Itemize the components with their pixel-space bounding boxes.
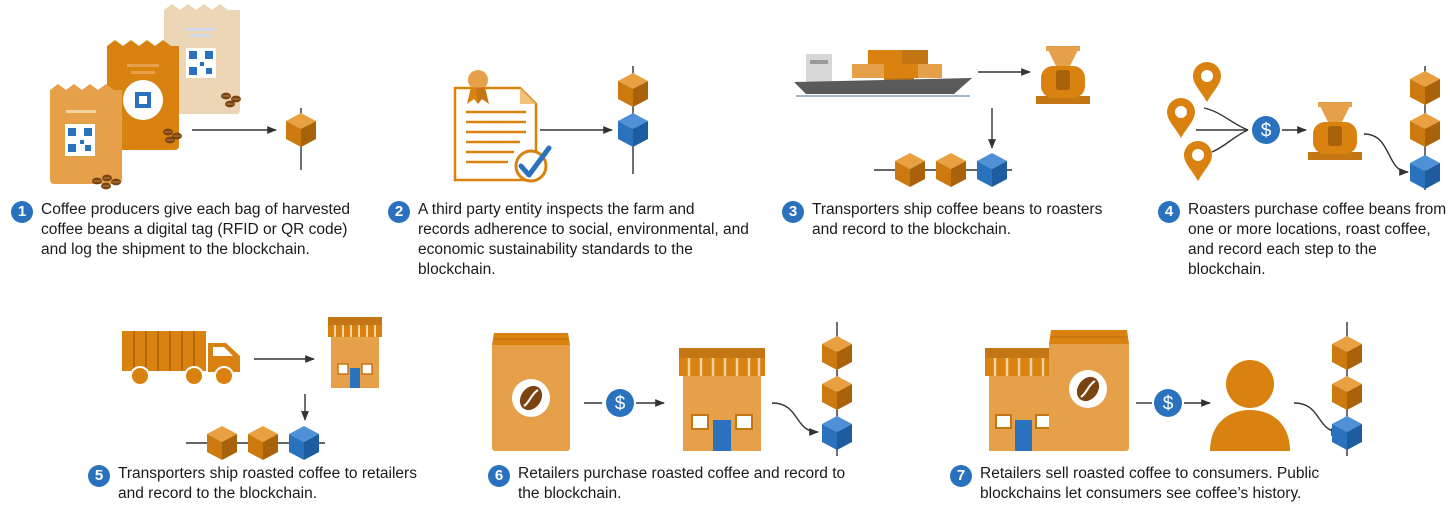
coffee-bag-icon [107,40,179,150]
map-pin-icon [1167,98,1195,138]
step-number-badge: 4 [1158,201,1180,223]
store-icon [328,317,382,388]
step-2: 2 A third party entity inspects the farm… [388,200,750,280]
checkmark-icon [514,145,552,183]
dollar-coin-icon [1154,389,1182,417]
step-number-badge: 1 [11,201,33,223]
blockchain-block-icon [1410,155,1440,189]
step-description: Retailers purchase roasted coffee and re… [518,465,846,502]
step-description: Transporters ship roasted coffee to reta… [118,465,417,502]
flow-arrow [771,402,819,436]
map-pin-icon [1184,141,1212,181]
merge-lines [1196,107,1249,153]
step-description: Transporters ship coffee beans to roaste… [812,201,1103,238]
blockchain-block-icon [895,153,925,187]
blockchain-block-icon [618,73,648,107]
roaster-icon [1036,46,1090,104]
map-pin-icon [1193,62,1221,102]
blockchain-block-icon [618,113,648,147]
store-icon [679,348,765,451]
blockchain-block-icon [822,416,852,450]
blockchain [822,322,852,456]
blockchain-block-icon [289,426,319,460]
step-number-badge: 6 [488,465,510,487]
coffee-bean-icon [1076,376,1100,402]
coffee-bean-icon [519,385,543,411]
step-3: 3 Transporters ship coffee beans to roas… [782,200,1112,240]
blockchain-block-icon [1332,416,1362,450]
blockchain-block-icon [1332,336,1362,370]
blockchain-block-icon [1410,113,1440,147]
blockchain [874,153,1012,187]
dollar-coin-icon [606,389,634,417]
step-6: 6 Retailers purchase roasted coffee and … [488,464,868,504]
step-number-badge: 5 [88,465,110,487]
step-description: A third party entity inspects the farm a… [418,201,749,278]
flow-arrow [1363,133,1409,176]
step-7: 7 Retailers sell roasted coffee to consu… [950,464,1345,504]
step-5: 5 Transporters ship roasted coffee to re… [88,464,418,504]
blockchain-block-icon [286,113,316,147]
blockchain-block-icon [207,426,237,460]
step-1: 1 Coffee producers give each bag of harv… [11,200,356,260]
blockchain-block-icon [1410,71,1440,105]
certificate-icon [453,70,538,182]
blockchain-block-icon [936,153,966,187]
blockchain [618,66,648,174]
blockchain-block-icon [822,376,852,410]
step-number-badge: 2 [388,201,410,223]
blockchain [186,426,325,460]
truck-icon [122,331,240,386]
person-icon [1210,360,1290,451]
blockchain-block-icon [1332,376,1362,410]
blockchain-block-icon [822,336,852,370]
blockchain-block-icon [977,153,1007,187]
step-4: 4 Roasters purchase coffee beans from on… [1158,200,1448,280]
step-number-badge: 7 [950,465,972,487]
qr-code-icon [189,51,213,75]
ship-icon [794,50,972,97]
step-description: Coffee producers give each bag of harves… [41,201,351,258]
blockchain [1332,322,1362,456]
blockchain [1410,66,1440,190]
coffee-bag-icon [50,84,122,184]
blockchain-block-icon [248,426,278,460]
blockchain [286,108,316,170]
step-number-badge: 3 [782,201,804,223]
roaster-icon [1308,102,1362,160]
step-description: Retailers sell roasted coffee to consume… [980,465,1320,502]
step-description: Roasters purchase coffee beans from one … [1188,201,1447,278]
dollar-coin-icon [1252,116,1280,144]
